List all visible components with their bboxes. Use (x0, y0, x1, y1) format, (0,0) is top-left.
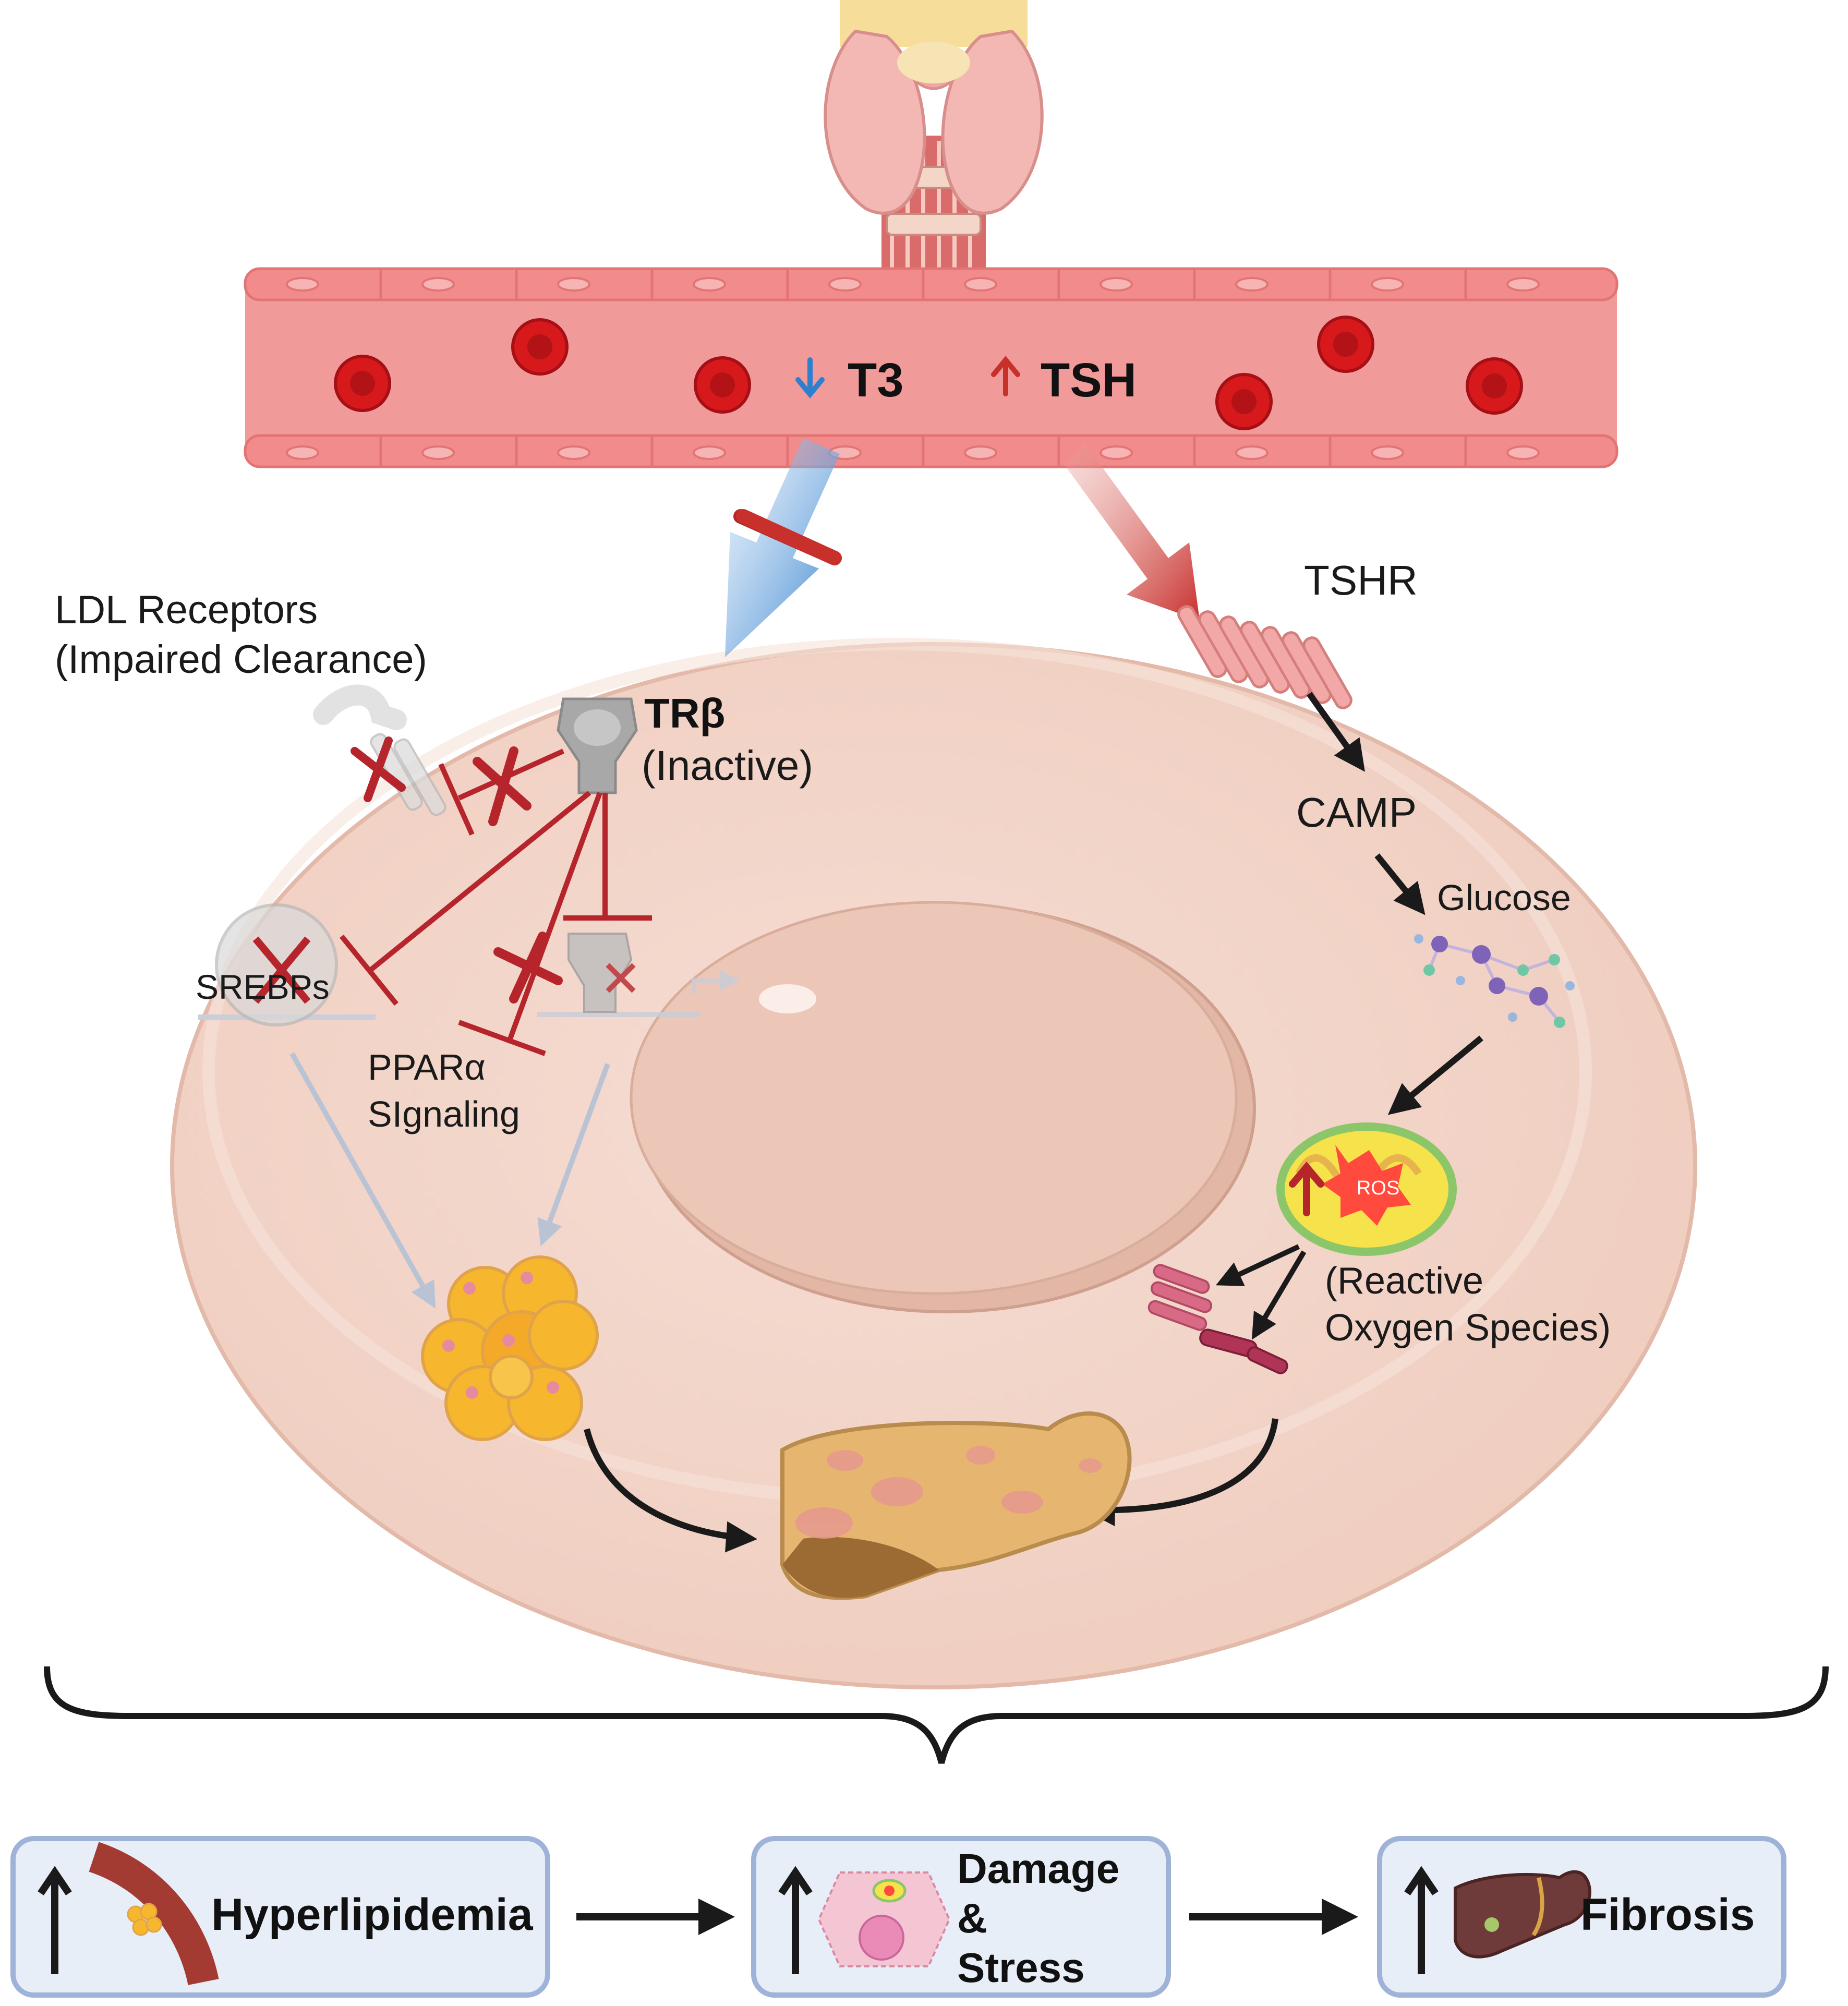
t3-label: T3 (848, 354, 903, 407)
ldl-label-line1: LDL Receptors (55, 588, 318, 632)
tshr-to-camp-arrow (1307, 692, 1365, 772)
glucose-molecules-icon (1414, 934, 1575, 1028)
outcome-box-damage-stress: Damage & Stress (751, 1836, 1171, 1998)
increase-arrow-icon (778, 1866, 813, 1974)
srebps-label: SREBPs (196, 968, 330, 1006)
ros-description-line2: Oxygen Species) (1325, 1307, 1611, 1349)
mito-to-er-arrow (1215, 1244, 1300, 1286)
gene-to-lipid-arrow (537, 1063, 610, 1247)
tshr-label: TSHR (1304, 557, 1418, 603)
inhibition-x-icons (473, 746, 563, 1004)
trb-label: TRβ (644, 690, 725, 736)
tr-beta-protein-icon (557, 697, 638, 794)
camp-label: CAMP (1296, 789, 1417, 836)
srebps-icon (198, 903, 376, 1026)
ros-up-arrow-icon (1289, 1162, 1324, 1216)
ldl-label-line2: (Impaired Clearance) (55, 637, 427, 682)
tsh-arrow (1064, 443, 1200, 621)
t3-down-arrow-icon (795, 357, 825, 398)
gene-transcription-icon (537, 933, 741, 1017)
fibrotic-liver-icon (1454, 1870, 1591, 1959)
tsh-up-arrow-icon (991, 356, 1020, 396)
nucleus (630, 901, 1256, 1313)
blood-vessel (244, 267, 1618, 468)
glucose-label: Glucose (1437, 877, 1571, 918)
plaque-lipid-icon (127, 1903, 162, 1936)
outcome-hyperlipidemia-label: Hyperlipidemia (211, 1890, 534, 1940)
mito-to-damaged-arrow (1251, 1250, 1307, 1340)
t3-cross-icon (736, 509, 842, 565)
ldl-block-x-icon (351, 736, 406, 802)
fatty-liver-icon (780, 1411, 1132, 1600)
thyroid-gland (824, 0, 1044, 271)
damaged-organelles-icon (1148, 1264, 1288, 1374)
lipid-droplet-nuclei (442, 1272, 559, 1399)
ppar-label-line1: PPARα (368, 1047, 486, 1087)
lipid-droplets-icon (421, 1255, 599, 1441)
ros-description-line1: (Reactive (1325, 1260, 1483, 1302)
summary-brace (44, 1666, 1829, 1764)
outcome-damage-label-line1: Damage (957, 1845, 1119, 1892)
srebps-to-lipid-arrow (289, 1052, 436, 1309)
mitochondrion-icon (1276, 1122, 1457, 1256)
lipid-to-liver-arrow (584, 1428, 757, 1553)
red-blood-cells (334, 316, 1523, 430)
camp-to-glucose-arrow (1374, 853, 1426, 915)
t3-arrow-blocked (725, 438, 840, 657)
trb-state-label: (Inactive) (642, 742, 813, 789)
outcome-box-fibrosis: Fibrosis (1377, 1836, 1786, 1998)
increase-arrow-icon (38, 1866, 72, 1974)
stressed-cell-icon (817, 1871, 951, 1967)
ppar-label-line2: SIgnaling (368, 1094, 520, 1134)
outcome-fibrosis-label: Fibrosis (1580, 1890, 1755, 1940)
ros-label: ROS (1357, 1177, 1399, 1199)
tshr-receptor-icon (1177, 605, 1352, 709)
increase-arrow-icon (1404, 1866, 1439, 1974)
blood-vessel-plaque-icon (89, 1842, 219, 1986)
damage-to-liver-arrow (1084, 1418, 1278, 1527)
outcome-damage-label-line2: & (957, 1895, 987, 1941)
outcome-box-hyperlipidemia: Hyperlipidemia (10, 1836, 550, 1998)
tsh-label: TSH (1041, 354, 1137, 407)
glucose-to-mito-arrow (1387, 1035, 1483, 1115)
outcome-damage-label-line3: Stress (957, 1944, 1085, 1991)
